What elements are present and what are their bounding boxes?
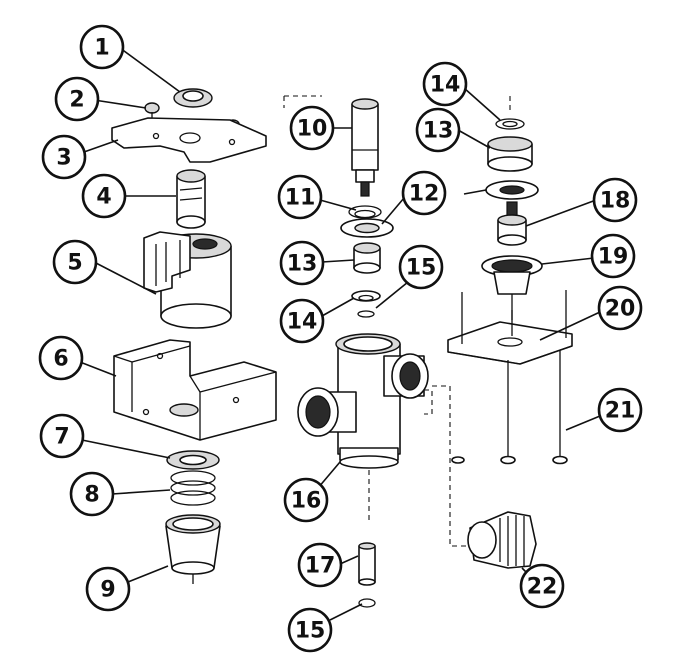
svg-text:13: 13	[423, 119, 454, 144]
svg-text:5: 5	[67, 251, 82, 276]
svg-text:19: 19	[598, 245, 629, 270]
callout-14-right: 14	[422, 61, 468, 107]
svg-text:21: 21	[605, 399, 636, 424]
callout-13-center: 13	[279, 240, 325, 286]
svg-text:6: 6	[53, 347, 68, 372]
svg-text:2: 2	[69, 88, 84, 113]
callout-19: 19	[590, 233, 636, 279]
part-9-cap	[165, 514, 221, 584]
part-12-diaphragm	[340, 218, 394, 238]
svg-text:12: 12	[409, 182, 440, 207]
part-5-coil	[143, 231, 232, 329]
callout-16: 16	[283, 477, 329, 523]
svg-text:1: 1	[94, 36, 109, 61]
callout-15-center: 15	[398, 244, 444, 290]
part-19-seat	[481, 255, 543, 320]
svg-text:15: 15	[295, 619, 326, 644]
part-13-spacer	[353, 242, 381, 274]
callout-9: 9	[85, 566, 131, 612]
part-3-plate	[111, 117, 267, 163]
part-8-spring	[170, 470, 216, 506]
callout-22: 22	[519, 563, 565, 609]
part-16-valve-body	[297, 333, 433, 520]
svg-text:3: 3	[56, 146, 71, 171]
callout-17: 17	[297, 542, 343, 588]
svg-text:4: 4	[96, 185, 111, 210]
callout-11: 11	[277, 174, 323, 220]
part-15-oring-bottom	[358, 598, 376, 608]
svg-text:11: 11	[285, 186, 316, 211]
part-20-plate	[447, 290, 573, 365]
leader-lines	[79, 47, 601, 621]
svg-text:15: 15	[406, 256, 437, 281]
svg-text:7: 7	[54, 425, 69, 450]
svg-text:10: 10	[297, 117, 328, 142]
callout-3: 3	[41, 134, 87, 180]
callout-20: 20	[597, 285, 643, 331]
part-15-oring	[357, 310, 375, 318]
callout-21: 21	[597, 387, 643, 433]
part-12-diaphragm-right	[485, 180, 539, 200]
part-4-sleeve	[176, 169, 206, 229]
part-18-stud	[497, 201, 527, 246]
svg-text:13: 13	[287, 252, 318, 277]
callout-7: 7	[39, 413, 85, 459]
callout-14-center: 14	[279, 298, 325, 344]
svg-text:16: 16	[291, 489, 322, 514]
part-7-washer	[166, 450, 220, 470]
callout-6: 6	[38, 335, 84, 381]
callout-18: 18	[592, 177, 638, 223]
callout-12: 12	[401, 170, 447, 216]
part-22-fitting	[467, 511, 537, 569]
svg-text:14: 14	[287, 310, 318, 335]
part-1-nut	[173, 88, 213, 108]
svg-text:8: 8	[84, 483, 99, 508]
callout-2: 2	[54, 76, 100, 122]
svg-text:22: 22	[527, 575, 558, 600]
part-17-pin	[358, 542, 376, 586]
callout-10: 10	[289, 105, 335, 151]
svg-text:20: 20	[605, 297, 636, 322]
svg-text:17: 17	[305, 554, 336, 579]
callout-4: 4	[81, 173, 127, 219]
callout-1: 1	[79, 24, 125, 70]
svg-text:9: 9	[100, 578, 115, 603]
svg-text:14: 14	[430, 73, 461, 98]
part-21-screws	[451, 350, 568, 465]
callout-5: 5	[52, 239, 98, 285]
callout-13-right: 13	[415, 107, 461, 153]
svg-text:18: 18	[600, 189, 631, 214]
part-13-spacer-right	[487, 136, 533, 172]
part-6-bracket	[113, 339, 277, 441]
callout-8: 8	[69, 471, 115, 517]
part-14-seal-right	[495, 118, 525, 130]
part-14-seal	[351, 290, 381, 302]
part-11-ring	[348, 205, 382, 219]
callout-15-bottom: 15	[287, 607, 333, 653]
part-10-plunger	[351, 98, 379, 197]
